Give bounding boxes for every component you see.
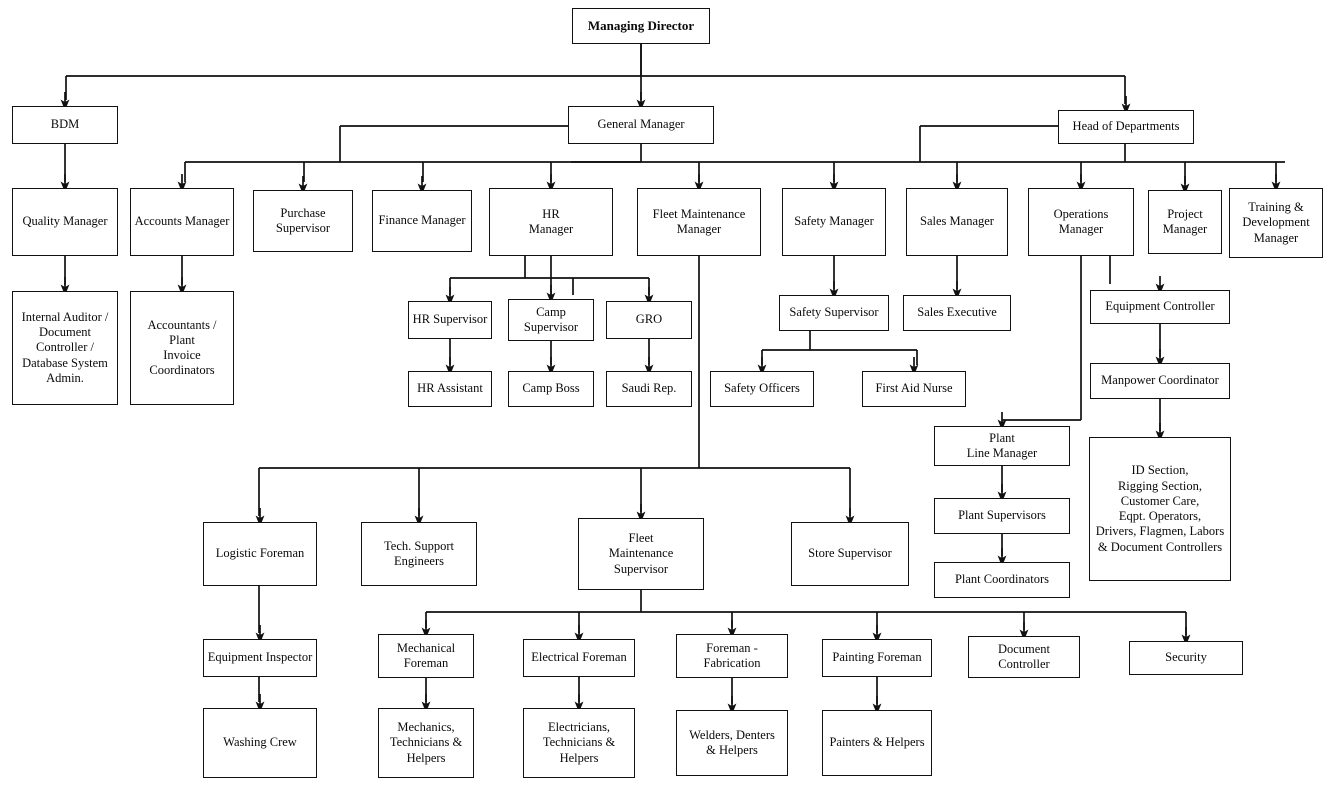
org-node-fleet-maintenance-supervisor[interactable]: Fleet Maintenance Supervisor (578, 518, 704, 590)
connector-3 (184, 144, 642, 182)
org-node-first-aid-nurse[interactable]: First Aid Nurse (862, 371, 966, 407)
org-node-equipment-inspector[interactable]: Equipment Inspector (203, 639, 317, 677)
org-node-camp-supervisor[interactable]: Camp Supervisor (508, 299, 594, 341)
org-node-project-manager[interactable]: Project Manager (1148, 190, 1222, 254)
connector-30 (1002, 256, 1082, 421)
org-node-general-manager[interactable]: General Manager (568, 106, 714, 144)
org-node-id-section[interactable]: ID Section, Rigging Section, Customer Ca… (1089, 437, 1231, 581)
connector-22 (572, 277, 650, 295)
connector-0 (65, 44, 1125, 100)
org-node-electricians-technicians-helpers[interactable]: Electricians, Technicians & Helpers (523, 708, 635, 778)
org-node-plant-coordinators[interactable]: Plant Coordinators (934, 562, 1070, 598)
org-node-hr-assistant[interactable]: HR Assistant (408, 371, 492, 407)
connector-38 (425, 590, 1187, 635)
org-node-welders-denters-helpers[interactable]: Welders, Denters & Helpers (676, 710, 788, 776)
org-node-security[interactable]: Security (1129, 641, 1243, 675)
org-node-plant-supervisors[interactable]: Plant Supervisors (934, 498, 1070, 534)
org-node-store-supervisor[interactable]: Store Supervisor (791, 522, 909, 586)
org-node-hr-supervisor[interactable]: HR Supervisor (408, 301, 492, 339)
org-node-plant-line-manager[interactable]: Plant Line Manager (934, 426, 1070, 466)
org-node-equipment-controller[interactable]: Equipment Controller (1090, 290, 1230, 324)
org-node-painters-helpers[interactable]: Painters & Helpers (822, 710, 932, 776)
org-node-foreman-fabrication[interactable]: Foreman - Fabrication (676, 634, 788, 678)
connector-9 (919, 125, 1058, 162)
org-node-safety-officers[interactable]: Safety Officers (710, 371, 814, 407)
org-node-mechanical-foreman[interactable]: Mechanical Foreman (378, 634, 474, 678)
org-node-electrical-foreman[interactable]: Electrical Foreman (523, 639, 635, 677)
org-node-safety-supervisor[interactable]: Safety Supervisor (779, 295, 889, 331)
org-node-safety-manager[interactable]: Safety Manager (782, 188, 886, 256)
org-node-operations-manager[interactable]: Operations Manager (1028, 188, 1134, 256)
org-node-saudi-rep[interactable]: Saudi Rep. (606, 371, 692, 407)
org-node-document-controller[interactable]: Document Controller (968, 636, 1080, 678)
org-node-purchase-supervisor[interactable]: Purchase Supervisor (253, 190, 353, 252)
org-node-accountants-plant-invoice[interactable]: Accountants / Plant Invoice Coordinators (130, 291, 234, 405)
org-node-washing-crew[interactable]: Washing Crew (203, 708, 317, 778)
connector-4 (339, 125, 568, 162)
org-node-sales-manager[interactable]: Sales Manager (906, 188, 1008, 256)
org-node-quality-manager[interactable]: Quality Manager (12, 188, 118, 256)
org-node-mechanics-technicians-helpers[interactable]: Mechanics, Technicians & Helpers (378, 708, 474, 778)
org-node-tech-support-engineers[interactable]: Tech. Support Engineers (361, 522, 477, 586)
connector-20 (449, 256, 573, 295)
org-node-hr-manager[interactable]: HR Manager (489, 188, 613, 256)
org-node-gro[interactable]: GRO (606, 301, 692, 339)
org-node-sales-executive[interactable]: Sales Executive (903, 295, 1011, 331)
org-node-training-development-manager[interactable]: Training & Development Manager (1229, 188, 1323, 258)
org-node-camp-boss[interactable]: Camp Boss (508, 371, 594, 407)
org-node-painting-foreman[interactable]: Painting Foreman (822, 639, 932, 677)
org-node-accounts-manager[interactable]: Accounts Manager (130, 188, 234, 256)
org-node-internal-auditor[interactable]: Internal Auditor / Document Controller /… (12, 291, 118, 405)
org-node-bdm[interactable]: BDM (12, 106, 118, 144)
org-node-logistic-foreman[interactable]: Logistic Foreman (203, 522, 317, 586)
org-node-head-of-departments[interactable]: Head of Departments (1058, 110, 1194, 144)
org-node-manpower-coordinator[interactable]: Manpower Coordinator (1090, 363, 1230, 399)
org-node-managing-director[interactable]: Managing Director (572, 8, 710, 44)
connector-27 (761, 331, 918, 365)
org-node-finance-manager[interactable]: Finance Manager (372, 190, 472, 252)
org-node-fleet-maintenance-manager[interactable]: Fleet Maintenance Manager (637, 188, 761, 256)
